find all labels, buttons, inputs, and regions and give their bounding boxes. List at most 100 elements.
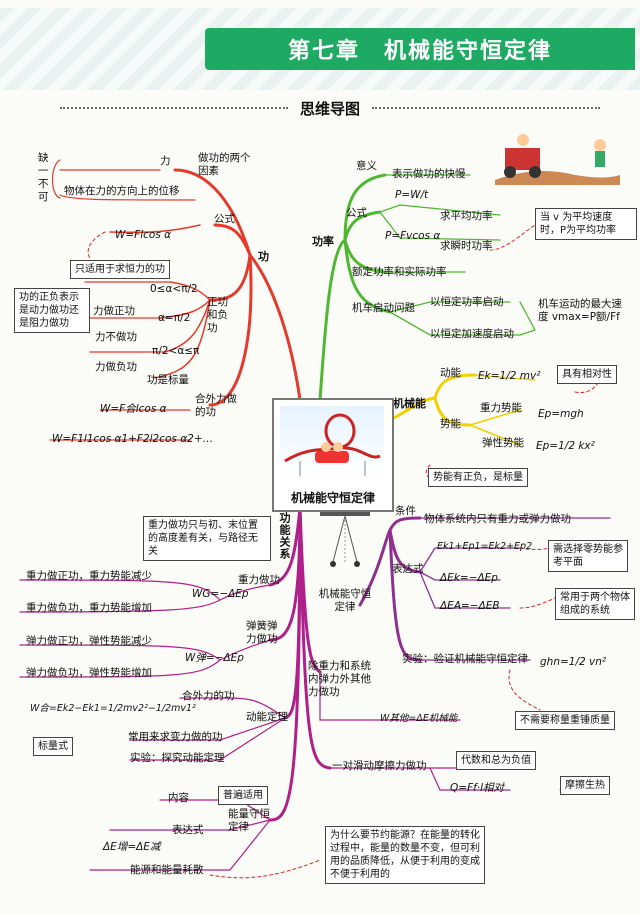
kinetic-theorem-node: 动能定理 (246, 711, 288, 723)
center-title: 机械能守恒定律 (290, 491, 375, 505)
power-formula-label: 公式 (346, 207, 367, 219)
cond-zero: α=π/2 (158, 312, 191, 324)
constant-force-note: 只适用于求恒力的功 (70, 260, 170, 279)
dissipation-node: 能源和能量耗散 (130, 864, 204, 876)
friction-formula: Q=Ff·l相对 (450, 782, 505, 794)
power-formula-2: P=Fvcos α (385, 230, 441, 242)
mech-branch (388, 373, 536, 446)
pos-neg-node: 正功和负功 (207, 296, 228, 334)
negative-sum-note: 代数和总为负值 (456, 751, 536, 770)
start-problem: 机车启动问题 (352, 302, 415, 314)
rel-branch (268, 506, 332, 822)
zero-node: 力不做功 (95, 331, 137, 343)
center-node: 机械能守恒定律 (272, 398, 394, 512)
grav-work-node: 重力做功 (238, 574, 280, 586)
work-formula-label: 公式 (214, 213, 235, 225)
power-sub (379, 174, 536, 336)
other-formula: W其他=ΔE机械能 (380, 713, 458, 724)
spring-pos: 弹力做正功，弹性势能减少 (26, 635, 152, 647)
cons-experiment: 实验：验证机械能守恒定律 (402, 653, 528, 665)
delta-e-formula: ΔE增=ΔE减 (103, 841, 161, 853)
force-node: 力 (160, 155, 171, 167)
cons-sub (419, 517, 611, 661)
cond-range: 0≤α<π/2 (150, 283, 198, 295)
grav-pe-node: 重力势能 (480, 402, 522, 414)
dash-left (60, 107, 288, 109)
work-sub (51, 159, 196, 201)
positive-node: 力做正功 (93, 305, 135, 317)
sign-note: 功的正负表示是动力做功还是阻力做功 (14, 288, 90, 333)
rel-expr-node: 表达式 (172, 824, 204, 836)
scalar-eq-note: 标量式 (33, 737, 73, 756)
potential-node: 势能 (440, 418, 461, 430)
net-formula-1: W=F合lcos α (100, 403, 167, 415)
relative-note: 具有相对性 (557, 365, 617, 384)
subtitle-row: 思维导图 (60, 96, 601, 120)
cons-e1: Ek1+Ep1=Ek2+Ep2 (437, 541, 533, 552)
worker-illustration (495, 134, 620, 185)
cons-e3: ΔEA=−ΔEB (440, 600, 500, 612)
dash-right (372, 107, 601, 109)
ep2-formula: Ep=1/2 kx² (536, 440, 595, 452)
other-force-node: 除重力和系统内弹力外其他力做功 (308, 660, 371, 698)
work-branch (49, 168, 302, 441)
rel-hub: 功能关系 (278, 512, 291, 560)
theorem-experiment: 实验：探究动能定理 (130, 752, 225, 764)
net-formula-2: W=F1l1cos α1+F2l2cos α2+… (52, 433, 214, 445)
meaning-node: 意义 (356, 160, 377, 172)
kinetic-node: 动能 (440, 367, 461, 379)
cons-branch (358, 516, 422, 662)
save-energy-note: 为什么要节约能源？在能量的转化过程中，能量的数量不变，但可利用的品质降低，从便于… (325, 826, 485, 884)
spring-neg: 弹力做负功，弹性势能增加 (26, 667, 152, 679)
grav-path-note: 重力做功只与初、末位置的高度差有关，与路径无关 (143, 516, 271, 561)
avg-velocity-note: 当 v 为平均速度时，P为平均功率 (535, 208, 637, 240)
avg-power: 求平均功率 (440, 210, 493, 222)
cons-expr-node: 表达式 (392, 563, 424, 575)
meaning-desc: 表示做功的快慢 (392, 168, 466, 180)
displacement-node: 物体在力的方向上的位移 (64, 185, 180, 197)
mech-hub: 机械能 (393, 397, 426, 410)
work-hub: 功 (258, 250, 269, 263)
grav-formula: WG=−ΔEp (192, 588, 249, 600)
zero-plane-note: 需选择零势能参考平面 (548, 540, 628, 572)
const-power-start: 以恒定功率启动 (430, 296, 504, 308)
elastic-pe-node: 弹性势能 (482, 437, 524, 449)
ep1-formula: Ep=mgh (538, 408, 584, 420)
condition-desc: 物体系统内只有重力或弹力做功 (424, 513, 571, 525)
spring-work-node: 弹簧弹力做功 (246, 620, 278, 645)
grav-neg: 重力做负功，重力势能增加 (26, 602, 152, 614)
spring-formula: W弹=−ΔEp (185, 652, 244, 664)
work-formula: W=Flcos α (115, 229, 172, 241)
universal-note: 普遍适用 (218, 786, 268, 805)
power-branch (318, 173, 392, 402)
content-node: 内容 (168, 792, 189, 804)
cons-e2: ΔEk=−ΔEp (440, 572, 498, 584)
net-work-rel: 合外力的功 (182, 690, 235, 702)
pe-sign-note: 势能有正负，是标量 (428, 468, 528, 487)
two-factors-node: 做功的两个因素 (198, 152, 251, 177)
subtitle: 思维导图 (300, 99, 361, 118)
variable-force-node: 常用来求变力做的功 (128, 731, 223, 743)
pendulum-icon (320, 512, 370, 567)
roller-coaster-icon (284, 413, 381, 476)
friction-node: 一对滑动摩擦力做功 (332, 760, 427, 772)
negative-node: 力做负功 (95, 361, 137, 373)
net-work-node: 合外力做的功 (195, 393, 237, 418)
roller-coaster-illustration (280, 406, 384, 476)
grav-pos: 重力做正功，重力势能减少 (26, 570, 152, 582)
inst-power: 求瞬时功率 (440, 240, 493, 252)
rated-power: 额定功率和实际功率 (352, 266, 447, 278)
rel-sub (19, 579, 511, 871)
two-object-note: 常用于两个物体组成的系统 (555, 588, 635, 620)
theorem-formula: W合=Ek2−Ek1=1/2mv2²−1/2mv1² (30, 703, 196, 714)
no-mass-note: 不需要称量重锤质量 (515, 711, 615, 730)
power-formula-1: P=W/t (395, 189, 429, 201)
cons-law-node: 机械能守恒定律 (318, 588, 372, 613)
max-velocity-note: 机车运动的最大速度 vmax=P额/Ff (538, 298, 622, 323)
power-hub: 功率 (312, 235, 334, 248)
friction-heat-note: 摩擦生热 (560, 776, 610, 795)
const-acc-start: 以恒定加速度启动 (430, 328, 514, 340)
condition-node: 条件 (395, 505, 416, 517)
energy-cons-node: 能量守恒定律 (228, 808, 270, 833)
